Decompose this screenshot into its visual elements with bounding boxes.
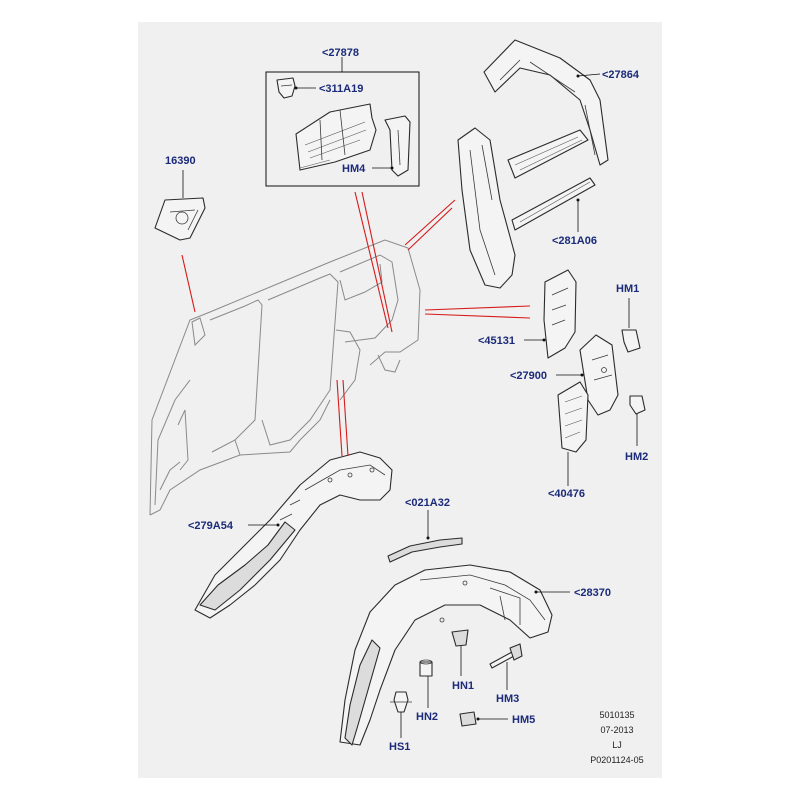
label-HN2: HN2 [416, 711, 438, 723]
group-281A06 [457, 127, 596, 289]
label-27900: <27900 [510, 370, 547, 382]
label-HM4: HM4 [342, 163, 366, 175]
group-27900 [556, 334, 619, 416]
fastener-HS1 [390, 691, 412, 738]
label-HM3: HM3 [496, 693, 519, 705]
label-27864: <27864 [602, 69, 640, 81]
part-27864-frame [483, 39, 609, 166]
group-box [265, 71, 420, 187]
label-16390: 16390 [165, 155, 196, 167]
group-45131 [524, 269, 577, 359]
vehicle-body-outline [149, 239, 421, 516]
group-279A54 [194, 451, 393, 619]
part-HM4 [384, 115, 411, 177]
label-27878: <27878 [322, 47, 359, 59]
part-HM1 [621, 329, 641, 353]
label-28370: <28370 [574, 587, 611, 599]
label-45131: <45131 [478, 335, 515, 347]
label-HM5: HM5 [512, 714, 535, 726]
part-28370 [339, 564, 553, 746]
group-27878 [265, 57, 420, 187]
fastener-HM5 [459, 711, 508, 727]
group-HM1 [621, 298, 641, 353]
group-021A32 [387, 510, 463, 563]
part-40476 [557, 381, 589, 453]
label-021A32: <021A32 [405, 497, 450, 509]
part-45131 [543, 269, 577, 359]
label-HM2: HM2 [625, 451, 648, 463]
part-27900 [579, 334, 619, 416]
label-HN1: HN1 [452, 680, 474, 692]
fastener-HN2 [419, 659, 433, 708]
label-281A06: <281A06 [552, 235, 597, 247]
label-HM1: HM1 [616, 283, 639, 295]
fastener-HN1 [451, 629, 469, 676]
footer-date: 07-2013 [600, 725, 633, 735]
label-311A19: <311A19 [319, 83, 363, 95]
label-279A54: <279A54 [188, 520, 234, 532]
footer-initials: LJ [612, 740, 622, 750]
label-HS1: HS1 [389, 741, 410, 753]
group-28370 [339, 564, 570, 746]
group-HM2 [629, 395, 646, 446]
part-16390 [154, 197, 206, 241]
footer-code: 5010135 [599, 710, 634, 720]
fastener-HM3 [489, 643, 523, 690]
footer-ref: P0201124-05 [590, 755, 643, 765]
part-021A32 [387, 537, 463, 563]
part-pillar [457, 127, 516, 289]
group-16390 [154, 170, 206, 241]
callout-lines [181, 191, 531, 457]
part-labels: <27878 <311A19 HM4 16390 <27864 <281A06 … [165, 47, 648, 753]
part-HM2 [629, 395, 646, 415]
group-27864 [483, 39, 609, 179]
label-40476: <40476 [548, 488, 585, 500]
part-281A06 [511, 177, 596, 231]
footer-reference: 5010135 07-2013 LJ P0201124-05 [590, 710, 643, 765]
part-27864-rail [507, 129, 589, 179]
group-40476 [557, 381, 589, 486]
part-27878-panel [295, 103, 377, 171]
part-311A19 [276, 77, 296, 99]
